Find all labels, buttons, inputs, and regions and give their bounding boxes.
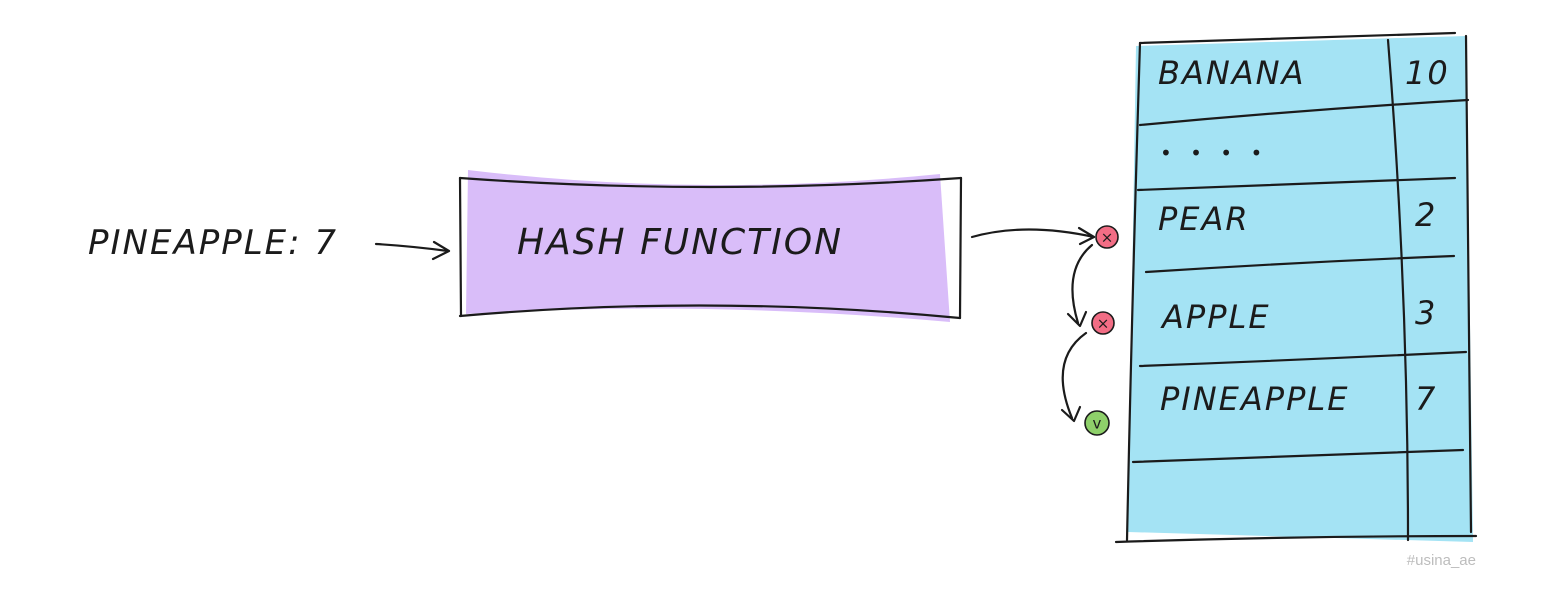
input-arrow	[374, 240, 451, 261]
row-value: 7	[1415, 380, 1437, 418]
probe-arrow-2	[1060, 331, 1088, 423]
row-key: PINEAPPLE	[1160, 380, 1349, 418]
hash-function-box: HASH FUNCTION	[458, 170, 963, 322]
row-key: APPLE	[1160, 298, 1271, 336]
hash-table: BANANA 10 • • • • PEAR 2 APPLE 3 PINEAPP…	[1114, 31, 1478, 544]
row-value: 10	[1405, 54, 1450, 92]
table-row: PEAR 2	[1158, 196, 1437, 238]
collision-marker-2: ×	[1091, 311, 1115, 335]
hash-output-arrow	[970, 226, 1096, 246]
success-marker: v	[1084, 410, 1110, 436]
x-mark-icon: ×	[1101, 229, 1114, 247]
table-row: BANANA 10	[1158, 54, 1450, 92]
ellipsis-row: • • • •	[1160, 141, 1268, 165]
row-key: PEAR	[1158, 200, 1250, 238]
hash-table-fill	[1128, 36, 1473, 542]
input-label: PINEAPPLE: 7	[88, 223, 338, 263]
watermark: #usina_ae	[1407, 552, 1476, 569]
collision-marker-1: ×	[1095, 225, 1119, 249]
x-mark-icon: ×	[1097, 315, 1110, 333]
table-row: APPLE 3	[1160, 294, 1437, 336]
hash-box-fill	[466, 170, 950, 322]
check-mark-icon: v	[1093, 415, 1102, 433]
row-value: 2	[1415, 196, 1437, 234]
table-row: • • • •	[1160, 141, 1268, 165]
row-value: 3	[1415, 294, 1437, 332]
probe-arrow-1	[1066, 243, 1094, 328]
hash-box-label: HASH FUNCTION	[517, 222, 843, 263]
row-key: BANANA	[1158, 54, 1306, 92]
table-row: PINEAPPLE 7	[1160, 380, 1437, 418]
